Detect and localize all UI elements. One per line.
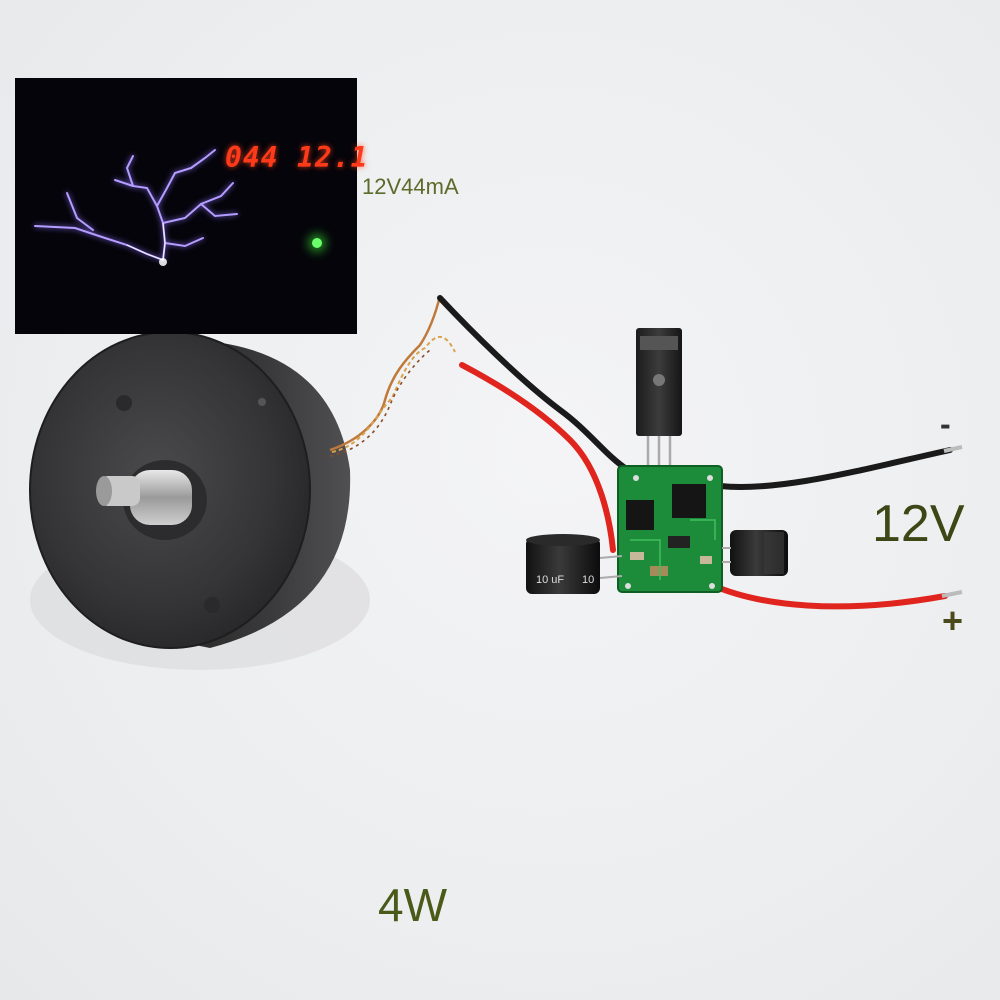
capacitor-left: 10 uF 10 bbox=[526, 534, 623, 594]
driver-pcb bbox=[617, 465, 723, 593]
wire-tip bbox=[941, 590, 963, 598]
voltage-display: 12.1 bbox=[297, 141, 369, 174]
capacitor-right bbox=[722, 530, 788, 576]
wire-tip bbox=[943, 445, 963, 453]
high-voltage-terminal bbox=[96, 460, 207, 540]
indicator-led bbox=[312, 238, 322, 248]
electric-arc bbox=[34, 149, 238, 266]
positive-terminal-label: + bbox=[942, 600, 964, 641]
inset-photo: 044 12.1 bbox=[15, 78, 367, 334]
power-label: 4W bbox=[378, 879, 447, 931]
spec-label: 12V44mA bbox=[362, 174, 459, 199]
current-display: 044 bbox=[225, 141, 279, 174]
mosfet-transistor bbox=[636, 328, 682, 468]
ic-chip bbox=[672, 484, 706, 518]
ignition-coil bbox=[29, 331, 351, 649]
black-wire-coil bbox=[437, 295, 631, 473]
coil-lead-wires bbox=[329, 295, 456, 457]
mount-hole bbox=[204, 597, 220, 613]
input-voltage-label: 12V bbox=[872, 495, 965, 553]
input-wire-negative bbox=[717, 447, 953, 490]
negative-terminal-label: - bbox=[940, 406, 951, 442]
input-wire-positive bbox=[709, 582, 948, 610]
red-wire-coil bbox=[459, 362, 616, 553]
capacitor-label-2: 10 bbox=[582, 574, 594, 586]
ic-chip bbox=[626, 500, 654, 530]
mount-hole bbox=[116, 395, 132, 411]
capacitor-label: 10 uF bbox=[536, 574, 564, 586]
